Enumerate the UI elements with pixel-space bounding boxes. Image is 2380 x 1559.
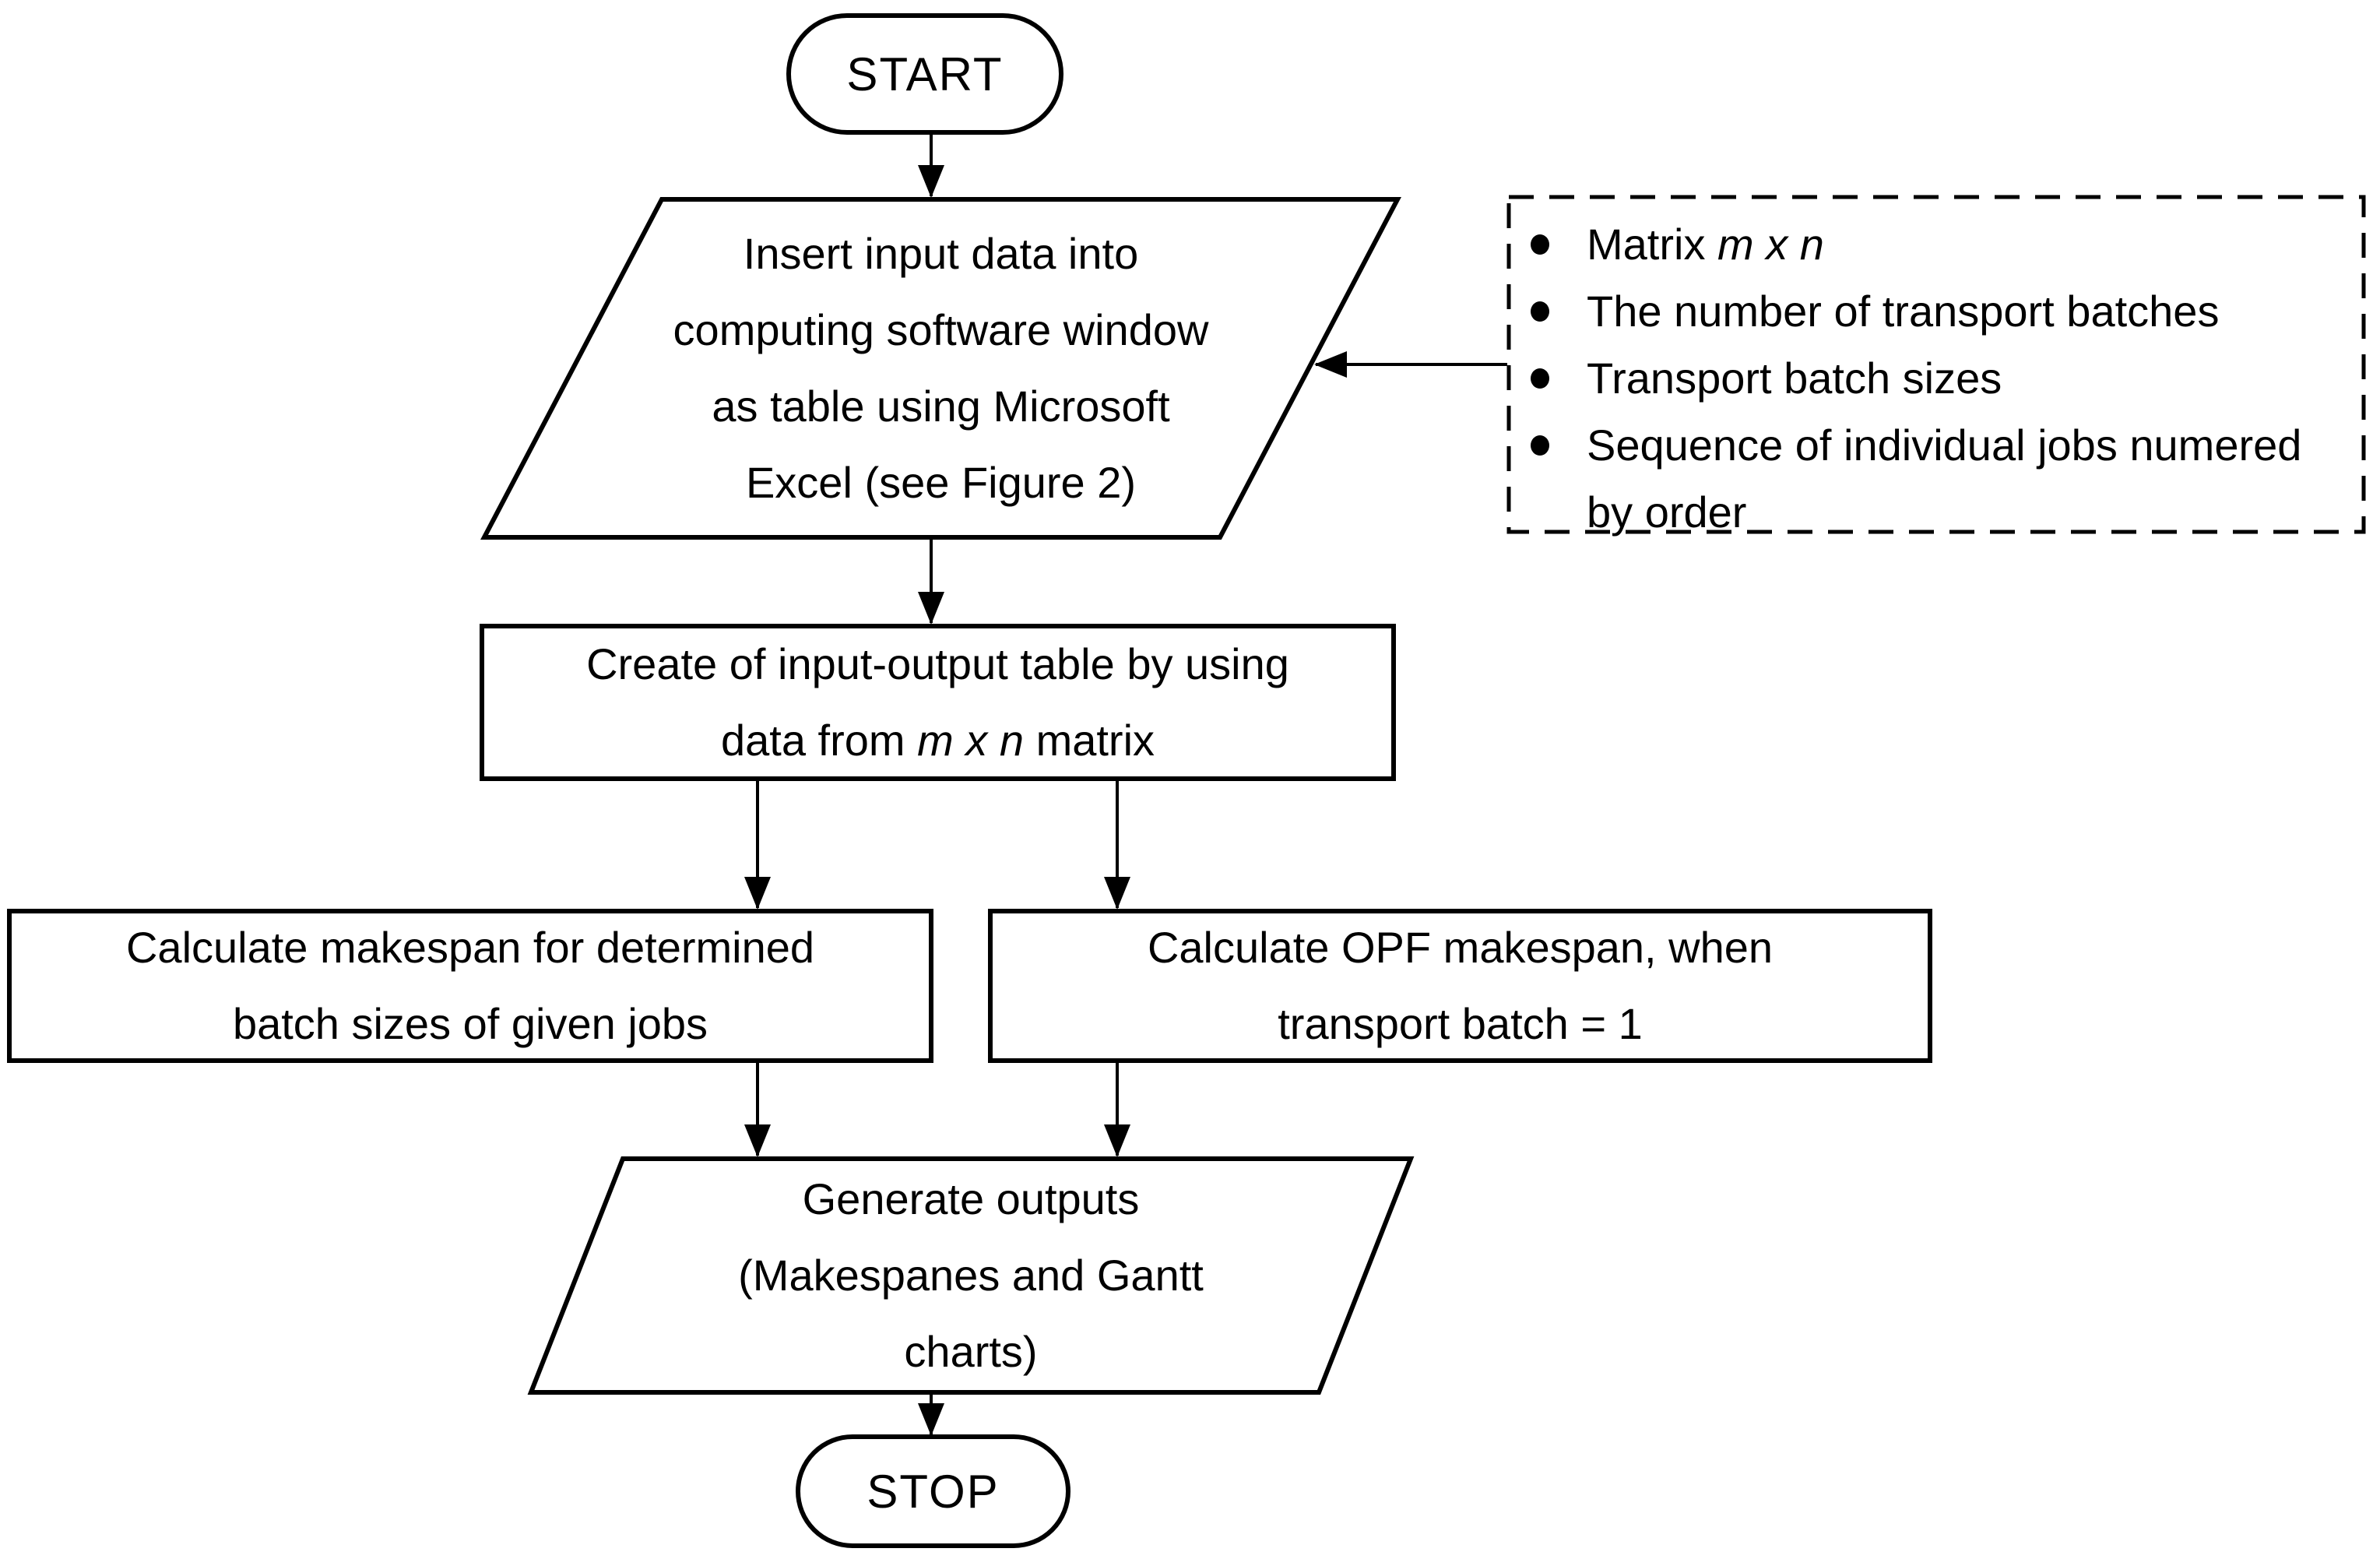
insert-data-line: computing software window [673, 305, 1209, 354]
calc-opf-line: Calculate OPF makespan, when [1147, 923, 1774, 972]
bullet-icon [1531, 301, 1549, 322]
calc-makespan-line: Calculate makespan for determined [125, 923, 815, 972]
calc-makespan-line: batch sizes of given jobs [232, 999, 708, 1048]
calc-makespan-node-shape [7, 909, 933, 1063]
calc-opf-text: Calculate OPF makespan, when transport b… [990, 911, 1930, 1061]
calc-makespan-text: Calculate makespan for determined batch … [9, 911, 931, 1061]
create-table-line: Create of input-output table by using [586, 639, 1289, 688]
input-list-item: Transport batch sizes [1529, 345, 2356, 412]
insert-data-line: Insert input data into [743, 229, 1139, 278]
input-list-item: The number of transport batches [1529, 278, 2356, 345]
insert-data-node-shape [480, 197, 1401, 540]
start-label: START [846, 48, 1004, 100]
generate-outputs-line: (Makespanes and Gantt [738, 1251, 1204, 1300]
insert-data-text: Insert input data into computing softwar… [484, 199, 1397, 537]
input-list-item: Matrix m x n [1529, 211, 2356, 278]
insert-data-line: as table using Microsoft [712, 382, 1170, 431]
create-table-node-shape [480, 624, 1396, 781]
bullet-icon [1531, 368, 1549, 389]
input-list-item-text: The number of transport batches [1587, 287, 2220, 336]
stop-label: STOP [867, 1465, 1000, 1518]
start-node-shape [786, 13, 1063, 135]
create-table-line: data from m x n matrix [720, 716, 1155, 765]
input-list-item-text: Matrix m x n [1587, 220, 1824, 269]
create-table-text: Create of input-output table by using da… [482, 626, 1394, 779]
input-list-item: Sequence of individual jobs numered by o… [1529, 412, 2356, 546]
generate-outputs-line: charts) [904, 1327, 1038, 1376]
generate-outputs-text: Generate outputs (Makespanes and Gantt c… [531, 1159, 1411, 1392]
input-list-item-text: Sequence of individual jobs numered by o… [1587, 421, 2302, 537]
input-list: Matrix m x n The number of transport bat… [1509, 197, 2364, 537]
calc-opf-node-shape [988, 909, 1932, 1063]
bullet-icon [1531, 435, 1549, 456]
stop-node-shape [796, 1434, 1070, 1548]
generate-outputs-line: Generate outputs [802, 1174, 1140, 1223]
insert-data-line: Excel (see Figure 2) [745, 458, 1137, 507]
input-list-item-text: Transport batch sizes [1587, 354, 2002, 403]
input-list-box-shape [1506, 195, 2366, 534]
generate-outputs-node-shape [527, 1156, 1415, 1395]
calc-opf-line: transport batch = 1 [1278, 999, 1643, 1048]
bullet-icon [1531, 234, 1549, 255]
